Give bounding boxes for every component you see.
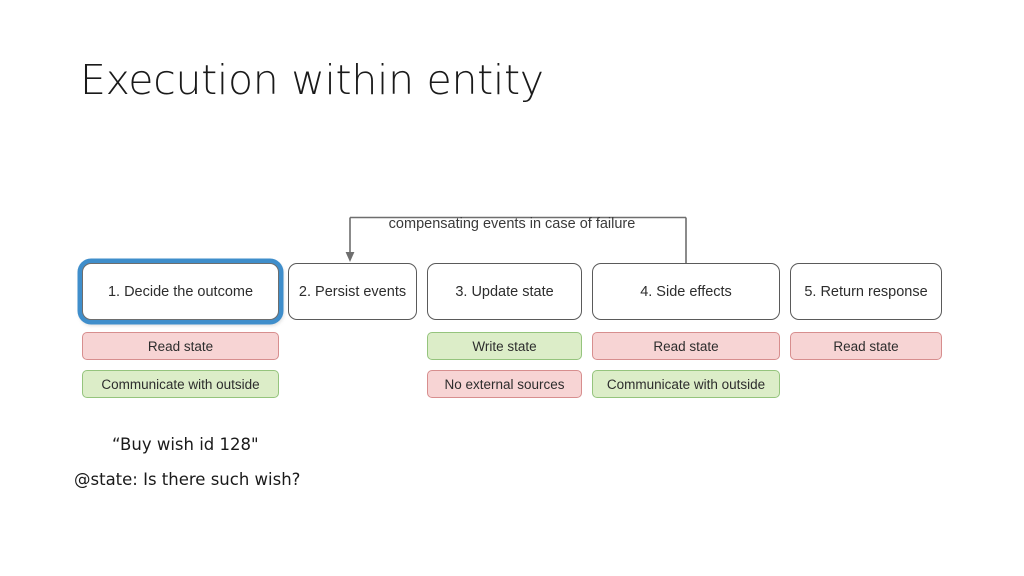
tag-label: No external sources (444, 376, 565, 392)
tag-label: Write state (472, 338, 537, 354)
tag-label: Read state (653, 338, 719, 354)
page-title: Execution within entity (80, 56, 544, 104)
tag-stage3-write-state: Write state (427, 332, 582, 360)
tag-stage3-no-external-sources: No external sources (427, 370, 582, 398)
tag-stage4-communicate-with-outside: Communicate with outside (592, 370, 780, 398)
tag-stage1-communicate-with-outside: Communicate with outside (82, 370, 279, 398)
tag-label: Communicate with outside (606, 376, 766, 392)
stage-box-update-state[interactable]: 3. Update state (427, 263, 582, 320)
note-state-question: @state: Is there such wish? (74, 470, 301, 489)
tag-stage1-read-state: Read state (82, 332, 279, 360)
bracket-arrowhead-icon (345, 252, 355, 262)
tag-label: Read state (147, 338, 214, 354)
stage-box-label: 3. Update state (455, 283, 554, 300)
tag-stage4-read-state: Read state (592, 332, 780, 360)
stage-box-persist-events[interactable]: 2. Persist events (288, 263, 417, 320)
stage-box-decide-the-outcome[interactable]: 1. Decide the outcome (82, 263, 279, 320)
stage-box-label: 5. Return response (804, 283, 928, 300)
compensating-events-label: compensating events in case of failure (388, 216, 636, 232)
stage-box-label: 1. Decide the outcome (107, 283, 254, 300)
stage-box-label: 4. Side effects (640, 283, 732, 300)
tag-stage5-read-state: Read state (790, 332, 942, 360)
tag-label: Read state (833, 338, 899, 354)
stage-box-return-response[interactable]: 5. Return response (790, 263, 942, 320)
stage-box-side-effects[interactable]: 4. Side effects (592, 263, 780, 320)
tag-label: Communicate with outside (101, 376, 260, 392)
note-incoming-message: “Buy wish id 128" (112, 435, 259, 454)
stage-box-label: 2. Persist events (298, 283, 407, 300)
